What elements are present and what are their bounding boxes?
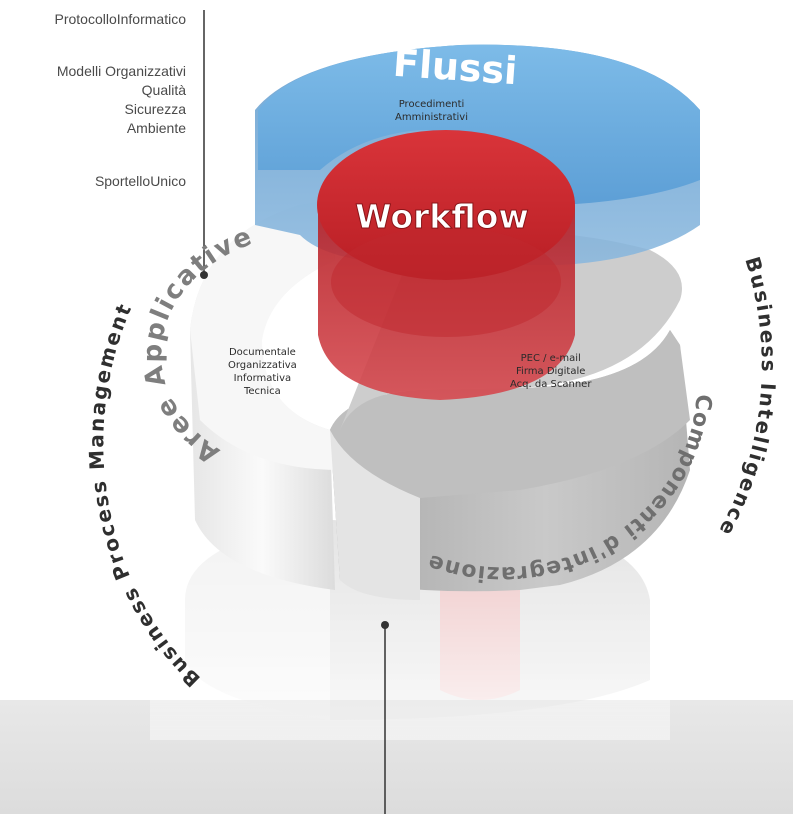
componenti-item: Firma Digitale bbox=[516, 366, 586, 377]
app-item: ProtocolloInformatico bbox=[54, 11, 186, 27]
flussi-item: Amministrativi bbox=[395, 112, 468, 123]
aree-item: Documentale bbox=[228, 347, 296, 358]
app-item: SportelloUnico bbox=[94, 173, 186, 189]
app-group-protocollo: ProtocolloInformatico bbox=[54, 10, 186, 29]
aree-items: Documentale Organizzativa Informativa Te… bbox=[228, 346, 297, 398]
flussi-items: Procedimenti Amministrativi bbox=[395, 98, 468, 124]
componenti-item: PEC / e-mail bbox=[520, 353, 581, 364]
app-item: Modelli Organizzativi bbox=[56, 63, 186, 79]
connector-dot-bottom bbox=[381, 621, 389, 629]
app-group-modelli: Modelli Organizzativi Qualità Sicurezza … bbox=[57, 62, 186, 138]
componenti-items: PEC / e-mail Firma Digitale Acq. da Scan… bbox=[510, 352, 591, 391]
app-item: Ambiente bbox=[126, 120, 186, 136]
aree-item: Tecnica bbox=[243, 386, 281, 397]
aree-item: Organizzativa bbox=[228, 360, 297, 371]
flussi-item: Procedimenti bbox=[398, 99, 465, 110]
white-ring bbox=[190, 200, 420, 600]
bi-label: Business Intelligence bbox=[714, 254, 781, 542]
componenti-item: Acq. da Scanner bbox=[510, 379, 592, 390]
app-item: Qualità bbox=[141, 82, 186, 98]
aree-item: Informativa bbox=[233, 373, 292, 384]
app-group-sportello: SportelloUnico bbox=[95, 172, 186, 191]
connector-dot-top bbox=[200, 271, 208, 279]
red-cylinder bbox=[317, 130, 575, 400]
flussi-title: Flussi bbox=[392, 41, 519, 94]
app-item: Sicurezza bbox=[124, 101, 186, 117]
workflow-title: Workflow bbox=[355, 197, 529, 236]
